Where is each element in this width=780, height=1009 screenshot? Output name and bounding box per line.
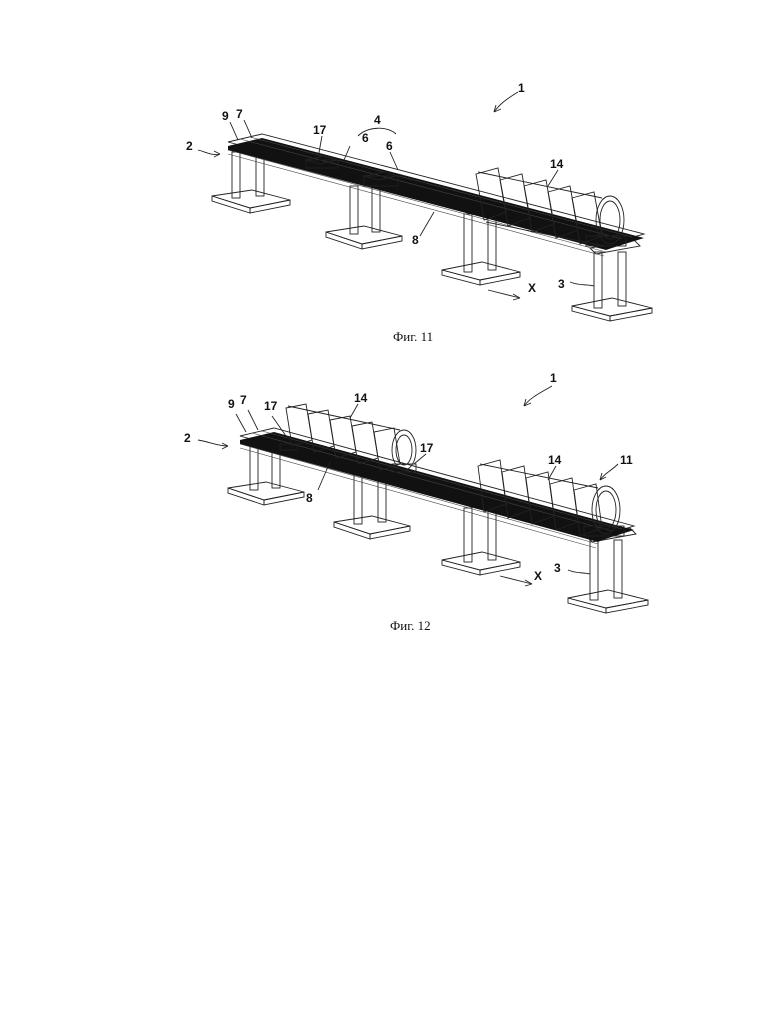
- support-pillar-3: [442, 214, 520, 285]
- figure-11-caption: Фиг. 11: [393, 329, 493, 345]
- label-3: 3: [554, 561, 561, 575]
- support-pillar-4: [572, 240, 652, 321]
- figure-11: 1 2 3 4 6 6 7 8 9 14 17 X Фиг. 11: [0, 0, 780, 360]
- support-pillar-4: [568, 528, 648, 613]
- label-9: 9: [228, 397, 235, 411]
- label-3: 3: [558, 277, 565, 291]
- label-8: 8: [306, 491, 313, 505]
- figure-11-drawing: 1 2 3 4 6 6 7 8 9 14 17 X: [0, 0, 780, 360]
- support-pillar-2: [326, 186, 402, 249]
- figure-12: 1 2 3 7 8 9 11 14 14 17 17 X Фиг. 12: [0, 360, 780, 660]
- label-11: 11: [620, 453, 633, 467]
- track-beam: [240, 428, 634, 548]
- label-1: 1: [518, 81, 525, 95]
- label-x: X: [528, 281, 536, 295]
- figure-12-drawing: 1 2 3 7 8 9 11 14 14 17 17 X: [0, 360, 780, 660]
- label-6a: 6: [362, 131, 369, 145]
- label-6b: 6: [386, 139, 393, 153]
- label-1: 1: [550, 371, 557, 385]
- label-8: 8: [412, 233, 419, 247]
- label-14b: 14: [548, 453, 562, 467]
- label-x: X: [534, 569, 542, 583]
- figure-12-caption: Фиг. 12: [390, 618, 490, 634]
- label-17b: 17: [420, 441, 434, 455]
- label-17a: 17: [264, 399, 278, 413]
- label-4: 4: [374, 113, 381, 127]
- label-2: 2: [186, 139, 193, 153]
- label-9: 9: [222, 109, 229, 123]
- label-7: 7: [240, 393, 247, 407]
- label-17: 17: [313, 123, 327, 137]
- label-2: 2: [184, 431, 191, 445]
- label-14a: 14: [354, 391, 368, 405]
- label-7: 7: [236, 107, 243, 121]
- label-14: 14: [550, 157, 564, 171]
